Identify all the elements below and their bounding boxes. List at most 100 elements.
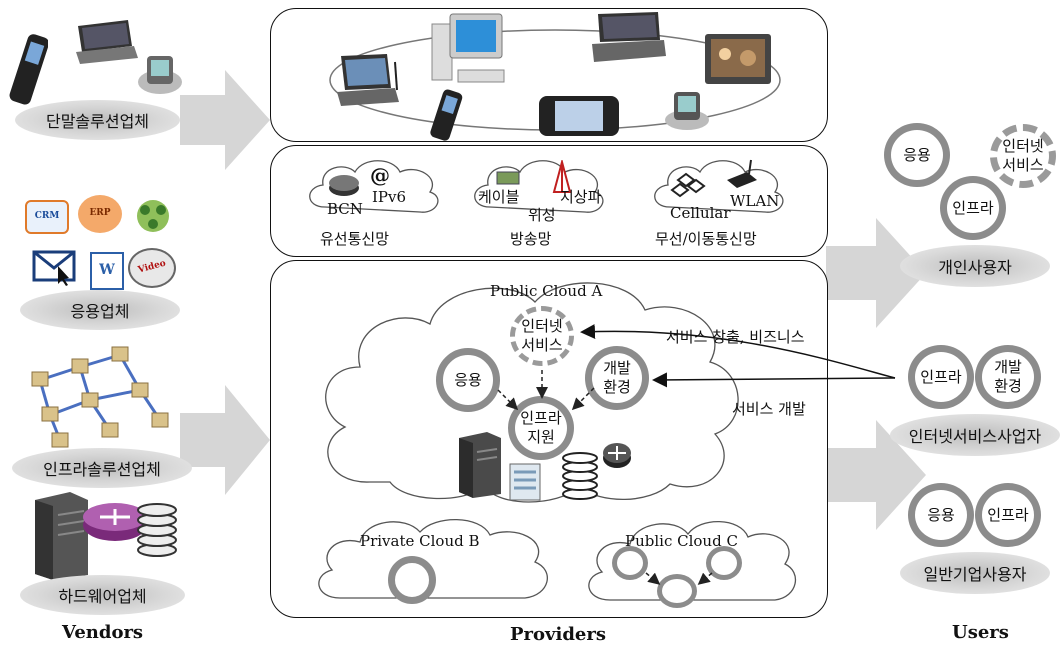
cloud-a-infra-label: 인프라: [520, 409, 562, 427]
personal-service-label: 서비스: [1002, 156, 1044, 174]
cloud-c-ring-bottom: [657, 574, 697, 608]
private-cloud-b-title: Private Cloud B: [360, 532, 480, 550]
cloud-a-internet-label: 인터넷: [521, 317, 563, 335]
erp-icon: ERP: [78, 195, 122, 233]
router-icon: [83, 503, 147, 541]
vendor-hardware-label: 하드웨어업체: [58, 587, 147, 606]
cloud-c-ring-left: [612, 546, 648, 580]
public-cloud-a-title: Public Cloud A: [490, 282, 603, 300]
wired-at-symbol: @: [370, 163, 390, 187]
video-icon-label: Video: [137, 258, 167, 276]
public-cloud-c-shape: [588, 520, 797, 601]
email-icon: [32, 250, 76, 286]
users-heading: Users: [952, 622, 1009, 643]
tv-device-icon: [705, 34, 771, 84]
cloud-c-ring-right: [706, 546, 742, 580]
crm-icon-label: CRM: [34, 211, 60, 221]
personal-internet-label: 인터넷: [1002, 137, 1044, 155]
antenna-tower-icon: [552, 160, 572, 193]
cloud-disk-stack-icon: [562, 452, 598, 500]
mobile-phone-icon: [9, 34, 48, 105]
enterprise-infra-label: 인프라: [987, 505, 1029, 524]
vendor-to-provider-arrow-bottom: [180, 385, 270, 495]
erp-icon-label: ERP: [89, 208, 111, 218]
enterprise-application-label: 응용: [927, 505, 955, 524]
cloud-b-ring: [388, 556, 436, 604]
pda-icon: [138, 56, 182, 94]
user-personal-label: 개인사용자: [938, 258, 1012, 277]
vendor-application-label: 응용업체: [70, 302, 130, 321]
isp-infra-label: 인프라: [920, 367, 962, 386]
cloud-server-icon: [459, 432, 501, 498]
cloud-storage-unit-icon: [509, 463, 541, 501]
cellular-grid-icon: [670, 172, 706, 198]
wired-ipv6-label: IPv6: [372, 188, 407, 206]
broadcast-cable-label: 케이블: [478, 188, 520, 206]
infra-network-icon: [31, 346, 169, 448]
cloud-router-icon: [603, 443, 631, 468]
cloud-a-dashed-arrows: [497, 370, 595, 411]
desktop-pc-icon: [431, 13, 505, 83]
vendor-oval-infra: [12, 448, 192, 488]
cloud-a-env-label: 환경: [603, 378, 631, 396]
cloud-a-service-label: 서비스: [521, 336, 563, 354]
netbook-device-icon: [592, 12, 666, 62]
pda-device-icon: [665, 92, 709, 130]
cloud-a-application-label: 응용: [454, 370, 482, 389]
vendor-oval-application: [20, 290, 180, 330]
server-rack-icon: [35, 492, 88, 580]
satellite-icon: [496, 171, 520, 185]
cloud-a-dev-label: 개발: [603, 359, 631, 377]
broadcast-network-title: 방송망: [510, 230, 552, 248]
isp-env-label: 환경: [994, 377, 1022, 395]
vendor-oval-device: [15, 100, 180, 140]
enterprise-application-ring: 응용: [908, 483, 974, 547]
wired-cloud-shape: [309, 160, 439, 213]
cloud-a-support-label: 지원: [527, 428, 555, 446]
word-doc-icon: W: [90, 252, 124, 290]
user-to-provider-arrows: [580, 324, 896, 388]
service-business-label: 서비스 창출, 비즈니스: [666, 328, 805, 346]
user-enterprise-label: 일반기업사용자: [923, 565, 1027, 584]
pmp-device-icon: [539, 96, 619, 136]
user-oval-enterprise: [900, 552, 1050, 594]
router-icon: [329, 175, 359, 196]
wireless-cellular-label: Cellular: [670, 204, 731, 222]
user-oval-personal: [900, 245, 1050, 287]
personal-application-ring: 응용: [884, 123, 950, 187]
service-dev-label: 서비스 개발: [732, 400, 806, 418]
private-cloud-b-shape: [318, 518, 548, 599]
vendor-infra-label: 인프라솔루션업체: [43, 460, 161, 479]
isp-dev-label: 개발: [994, 358, 1022, 376]
personal-infra-ring: 인프라: [940, 176, 1006, 240]
vendor-oval-hardware: [20, 575, 185, 615]
crm-icon: CRM: [25, 200, 69, 234]
cloud-c-dashed-arrows: [645, 572, 713, 585]
broadcast-terrestrial-label: 지상파: [560, 188, 602, 206]
wlan-router-icon: [727, 159, 757, 188]
laptop-icon: [76, 20, 138, 64]
vendor-to-provider-arrow-top: [180, 70, 270, 170]
cloud-a-application-ring: 응용: [436, 348, 500, 412]
public-cloud-c-title: Public Cloud C: [625, 532, 738, 550]
broadcast-satellite-label: 위성: [528, 206, 556, 224]
providers-heading: Providers: [510, 624, 606, 645]
wired-network-title: 유선통신망: [320, 230, 390, 248]
user-isp-label: 인터넷서비스사업자: [908, 427, 1042, 446]
vendor-device-label: 단말솔루션업체: [45, 112, 150, 131]
wireless-network-title: 무선/이동통신망: [655, 230, 757, 248]
wireless-wlan-label: WLAN: [730, 192, 780, 210]
user-oval-isp: [890, 414, 1060, 456]
wired-bcn-label: BCN: [327, 200, 363, 218]
provider-to-user-arrow-top: [826, 218, 926, 328]
personal-infra-label: 인프라: [952, 198, 994, 217]
provider-to-user-arrow-bottom: [826, 420, 926, 530]
storage-disk-icon: [137, 503, 177, 557]
personal-application-label: 응용: [903, 145, 931, 164]
enterprise-infra-ring: 인프라: [975, 483, 1041, 547]
